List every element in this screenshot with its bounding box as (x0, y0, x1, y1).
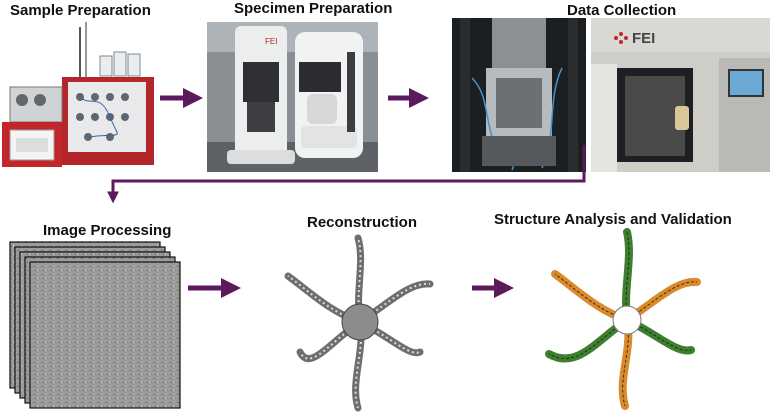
sample-preparation-label: Sample Preparation (10, 2, 151, 19)
vitrification-robot-image: FEI (207, 22, 378, 172)
reconstruction-density-map (270, 232, 450, 412)
reconstruction-label: Reconstruction (307, 214, 418, 231)
image-processing-label: Image Processing (43, 222, 172, 239)
structure-analysis-label: Structure Analysis and Validation (494, 211, 732, 228)
fei-logo-small: FEI (265, 37, 277, 46)
micrograph-stack-image (8, 240, 183, 412)
fei-logo: FEI (632, 30, 655, 47)
fei-logo-dots (614, 32, 628, 44)
microscope-enclosure-image: FEI (591, 18, 770, 172)
chromatography-system-image (0, 22, 158, 172)
specimen-preparation-label: Specimen Preparation (234, 0, 393, 17)
data-collection-label: Data Collection (567, 2, 677, 19)
atomic-model-image (537, 226, 717, 412)
microscope-column-image (452, 18, 586, 172)
